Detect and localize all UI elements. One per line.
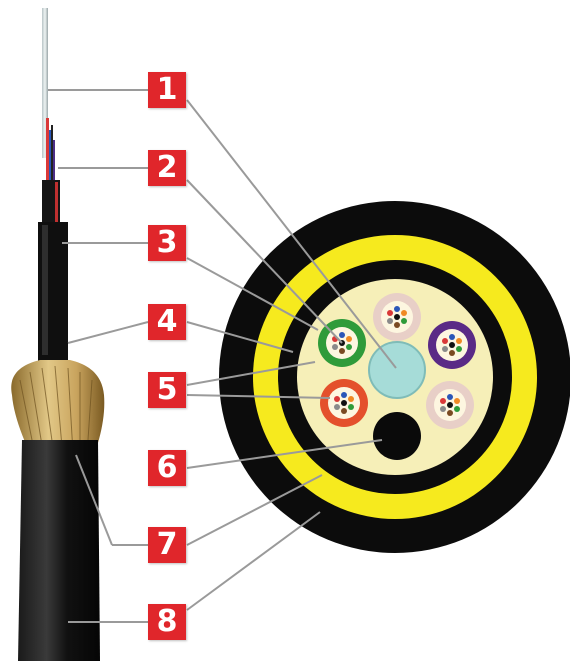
label-7: 7 xyxy=(148,527,186,563)
outer-jacket-side xyxy=(18,440,100,661)
label-6: 6 xyxy=(148,450,186,486)
central-strength-member xyxy=(369,342,425,398)
label-2: 2 xyxy=(148,150,186,186)
label-8: 8 xyxy=(148,604,186,640)
label-3: 3 xyxy=(148,225,186,261)
label-1: 1 xyxy=(148,72,186,108)
filler-rod xyxy=(373,412,421,460)
cable-side-view xyxy=(11,8,104,661)
label-4: 4 xyxy=(148,304,186,340)
label-5: 5 xyxy=(148,372,186,408)
